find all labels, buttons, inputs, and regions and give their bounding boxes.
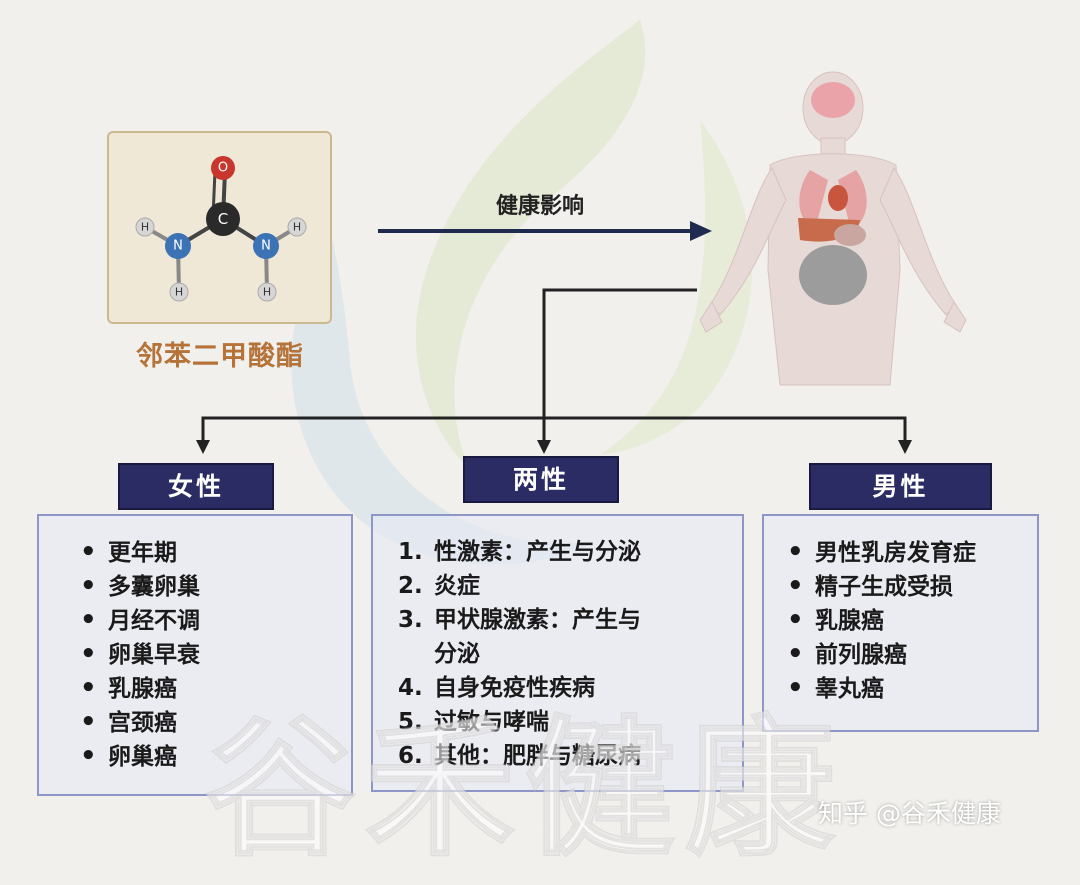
both-sexes-effects-list: 1.性激素：产生与分泌 2.炎症 3.甲状腺激素：产生与 分泌 4.自身免疫性疾… bbox=[398, 535, 641, 773]
nitrogen-atom bbox=[165, 233, 191, 259]
atom-label-c: C bbox=[218, 210, 228, 228]
both-sexes-effects-box bbox=[371, 514, 744, 792]
atom-label-o: O bbox=[218, 161, 228, 176]
human-body-icon bbox=[700, 71, 967, 386]
hydrogen-atom bbox=[169, 282, 189, 302]
list-item: 1.性激素：产生与分泌 bbox=[398, 539, 641, 565]
list-item: 3.甲状腺激素：产生与 bbox=[398, 607, 641, 633]
connector-arrows bbox=[196, 221, 912, 454]
list-item: 乳腺癌 bbox=[80, 671, 200, 705]
list-item: 男性乳房发育症 bbox=[787, 535, 976, 569]
list-item-continuation: 分泌 bbox=[434, 641, 480, 667]
female-header: 女性 bbox=[118, 463, 274, 510]
list-item: 月经不调 bbox=[80, 603, 200, 637]
heart-icon bbox=[828, 185, 848, 211]
lung-icon bbox=[799, 170, 828, 230]
compound-name: 邻苯二甲酸酯 bbox=[136, 341, 304, 372]
list-item: 睾丸癌 bbox=[787, 671, 976, 705]
male-effects-list: 男性乳房发育症 精子生成受损 乳腺癌 前列腺癌 睾丸癌 bbox=[787, 535, 976, 705]
main-arrow-head bbox=[690, 221, 712, 241]
list-item: 多囊卵巢 bbox=[80, 569, 200, 603]
list-item: 5.过敏与哮喘 bbox=[398, 709, 549, 735]
list-item: 卵巢癌 bbox=[80, 739, 200, 773]
list-item: 6.其他：肥胖与糖尿病 bbox=[398, 743, 641, 769]
female-effects-list: 更年期 多囊卵巢 月经不调 卵巢早衰 乳腺癌 宫颈癌 卵巢癌 bbox=[80, 535, 200, 773]
atom-label-h: H bbox=[293, 221, 301, 234]
atom-label-h: H bbox=[141, 221, 149, 234]
list-item: 4.自身免疫性疾病 bbox=[398, 675, 595, 701]
list-item: 乳腺癌 bbox=[787, 603, 976, 637]
list-item: 卵巢早衰 bbox=[80, 637, 200, 671]
watermark-text: 谷禾健康 bbox=[204, 702, 846, 878]
carbon-atom bbox=[206, 202, 240, 236]
nitrogen-atom bbox=[253, 233, 279, 259]
hydrogen-atom bbox=[135, 217, 155, 237]
brain-icon bbox=[811, 82, 855, 118]
oxygen-atom bbox=[211, 156, 235, 180]
atom-label-n: N bbox=[173, 239, 183, 254]
list-item: 精子生成受损 bbox=[787, 569, 976, 603]
stomach-icon bbox=[834, 224, 866, 246]
list-item: 2.炎症 bbox=[398, 573, 480, 599]
both-sexes-header: 两性 bbox=[463, 456, 619, 503]
distribution-line bbox=[201, 416, 907, 440]
list-item: 宫颈癌 bbox=[80, 705, 200, 739]
background-logo-swirl bbox=[291, 20, 753, 565]
list-item: 前列腺癌 bbox=[787, 637, 976, 671]
arrow-label: 健康影响 bbox=[495, 194, 584, 219]
lung-icon bbox=[838, 170, 867, 230]
molecule-card: O C N N H H H H bbox=[107, 131, 332, 324]
list-item: 更年期 bbox=[80, 535, 200, 569]
atom-label-h: H bbox=[175, 286, 183, 299]
source-credit: 知乎 @谷禾健康 bbox=[818, 799, 1001, 828]
hydrogen-atom bbox=[287, 217, 307, 237]
male-header: 男性 bbox=[809, 463, 992, 510]
atom-label-h: H bbox=[263, 286, 271, 299]
urea-molecule-diagram: O C N N H H H H bbox=[135, 156, 307, 302]
branch-line bbox=[542, 288, 697, 440]
intestine-icon bbox=[799, 245, 867, 305]
hydrogen-atom bbox=[257, 282, 277, 302]
atom-label-n: N bbox=[261, 239, 271, 254]
